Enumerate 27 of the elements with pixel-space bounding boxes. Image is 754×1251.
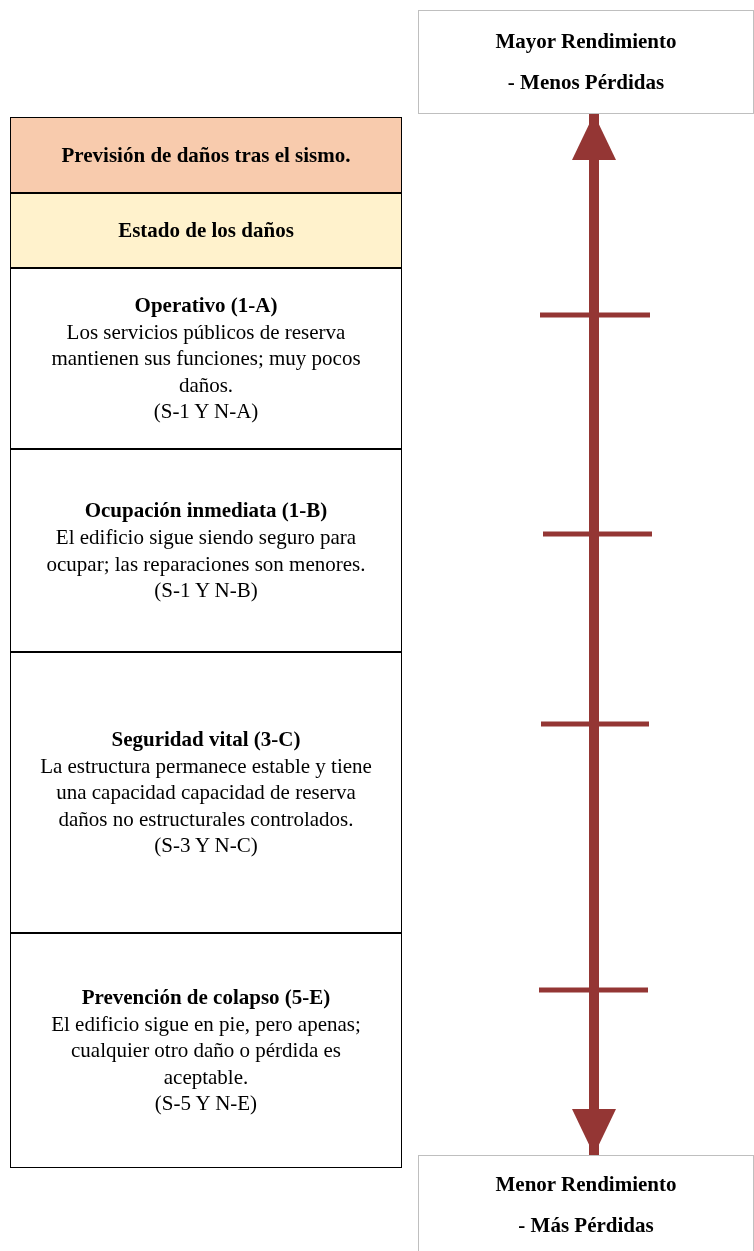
scale-top-label: Mayor Rendimiento	[495, 28, 677, 55]
level-heading: Operativo (1-A)	[134, 291, 278, 319]
table-row	[10, 193, 402, 268]
table-row	[10, 652, 402, 933]
scale-bottom-label: - Más Pérdidas	[518, 1212, 654, 1239]
level-heading: Seguridad vital (3-C)	[111, 725, 301, 753]
level-description: Los servicios públicos de reserva mantienen sus funciones; muy pocos daños.	[50, 318, 362, 399]
level-code: (S-3 Y N-C)	[154, 832, 258, 860]
table-row	[10, 933, 402, 1168]
level-code: (S-1 Y N-B)	[154, 577, 258, 604]
table-row	[10, 117, 402, 193]
scale-top-label: - Menos Pérdidas	[507, 69, 665, 96]
level-heading: Ocupación inmediata (1-B)	[84, 497, 328, 524]
level-description: El edificio sigue siendo seguro para ocupar; las reparaciones son menores.	[45, 523, 367, 578]
level-code: (S-5 Y N-E)	[154, 1090, 258, 1118]
level-description: El edificio sigue en pie, pero apenas; cualquier otro daño o pérdida es aceptable.	[50, 1010, 362, 1091]
double-arrow	[572, 114, 616, 1155]
level-code: (S-1 Y N-A)	[153, 398, 259, 426]
scale-end-box	[418, 10, 754, 114]
table-title: Previsión de daños tras el sismo.	[61, 141, 351, 169]
level-description: La estructura permanece estable y tiene una capacidad capacidad de reserva daños no estructurales controlados.	[39, 752, 373, 833]
scale-bottom-label: Menor Rendimiento	[495, 1171, 677, 1198]
table-row	[10, 268, 402, 449]
level-heading: Prevención de colapso (5-E)	[81, 983, 331, 1011]
scale-end-box	[418, 1155, 754, 1251]
column-heading: Estado de los daños	[118, 217, 294, 244]
table-row	[10, 449, 402, 652]
